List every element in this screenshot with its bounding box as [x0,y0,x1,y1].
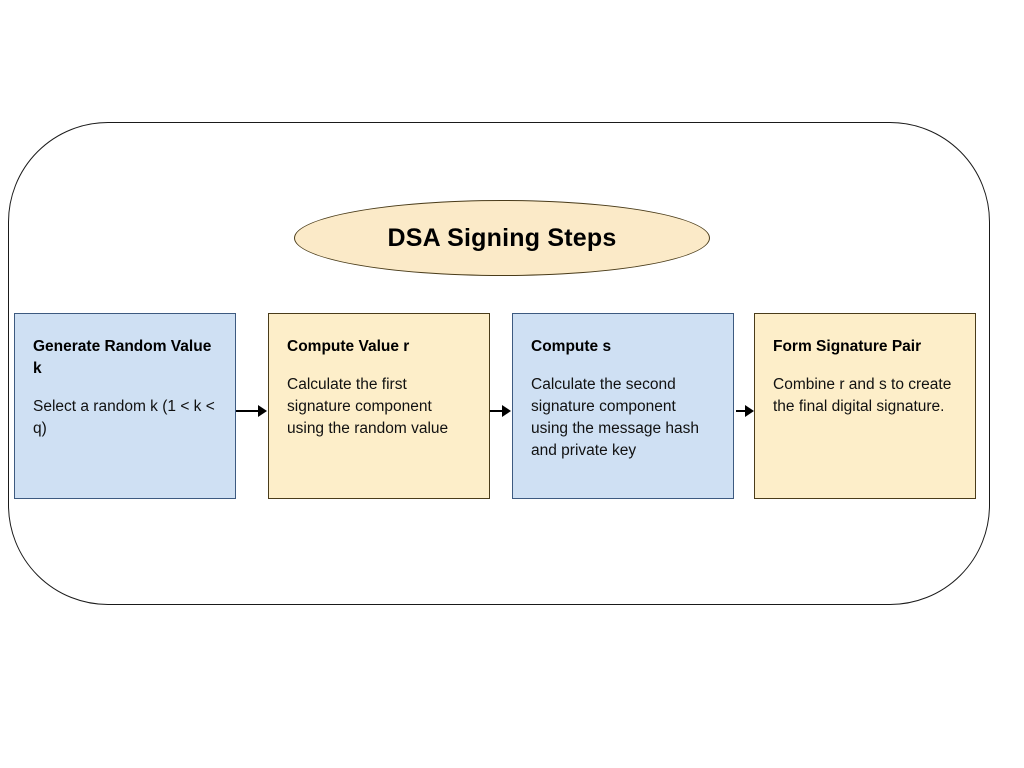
arrow-head [745,405,754,417]
diagram-title-text: DSA Signing Steps [387,223,617,252]
process-steps-row: Generate Random Value k Select a random … [0,313,1024,499]
step-title: Form Signature Pair [773,338,922,355]
process-step-compute-value-r[interactable]: Compute Value r Calculate the first sign… [268,313,490,499]
arrow-right-icon [236,405,268,417]
arrow-head [258,405,267,417]
diagram-outer-container [8,122,990,605]
step-description: Select a random k (1 < k < q) [33,398,215,438]
process-step-form-signature-pair[interactable]: Form Signature Pair Combine r and s to c… [754,313,976,499]
step-title: Compute s [531,338,612,355]
arrow-right-icon [736,405,754,417]
step-title: Generate Random Value k [33,338,212,377]
arrow-right-icon [490,405,512,417]
step-description: Combine r and s to create the final digi… [773,376,952,416]
step-title: Compute Value r [287,338,410,355]
arrow-shaft [736,410,746,412]
process-step-compute-s[interactable]: Compute s Calculate the second signature… [512,313,734,499]
arrow-shaft [490,410,503,412]
step-description: Calculate the first signature component … [287,376,449,438]
step-description: Calculate the second signature component… [531,376,700,460]
arrow-head [502,405,511,417]
process-step-generate-random-value-k[interactable]: Generate Random Value k Select a random … [14,313,236,499]
diagram-title-ellipse: DSA Signing Steps [294,200,710,276]
arrow-shaft [236,410,259,412]
